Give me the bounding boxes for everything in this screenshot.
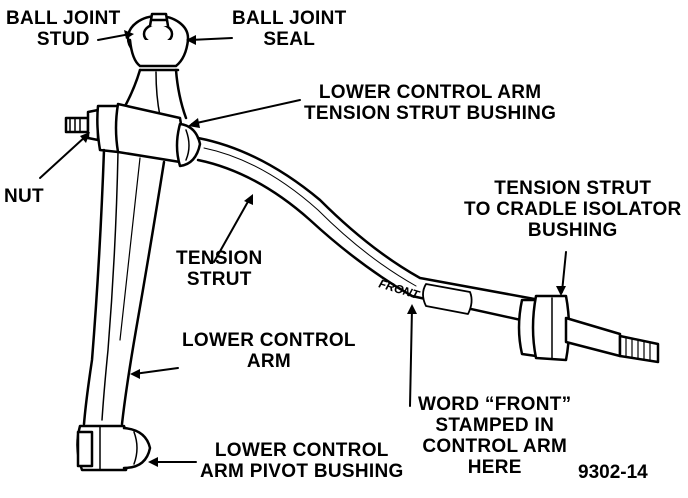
tension-strut-bar — [196, 136, 542, 324]
leader-front-stamp — [409, 307, 413, 407]
leader-cradle-isolator — [561, 251, 567, 293]
tension-strut-bushing-assembly — [64, 102, 202, 168]
leader-lower-control-arm — [133, 367, 179, 375]
leader-lines — [39, 30, 567, 467]
figure-number: 9302-14 — [578, 462, 648, 483]
ball-joint — [126, 12, 190, 72]
leader-tension-strut-bushing — [191, 99, 301, 125]
lower-control-arm-body — [82, 148, 166, 426]
leader-nut — [39, 135, 87, 179]
leader-ball-joint-seal — [189, 37, 233, 41]
leader-tension-strut — [213, 197, 251, 263]
pivot-bushing — [76, 424, 152, 472]
leader-ball-joint-stud — [97, 33, 131, 41]
label-nut: NUT — [4, 186, 44, 207]
front-stamp-text: FRONT — [377, 276, 422, 302]
cradle-isolator-bushing — [517, 294, 660, 364]
